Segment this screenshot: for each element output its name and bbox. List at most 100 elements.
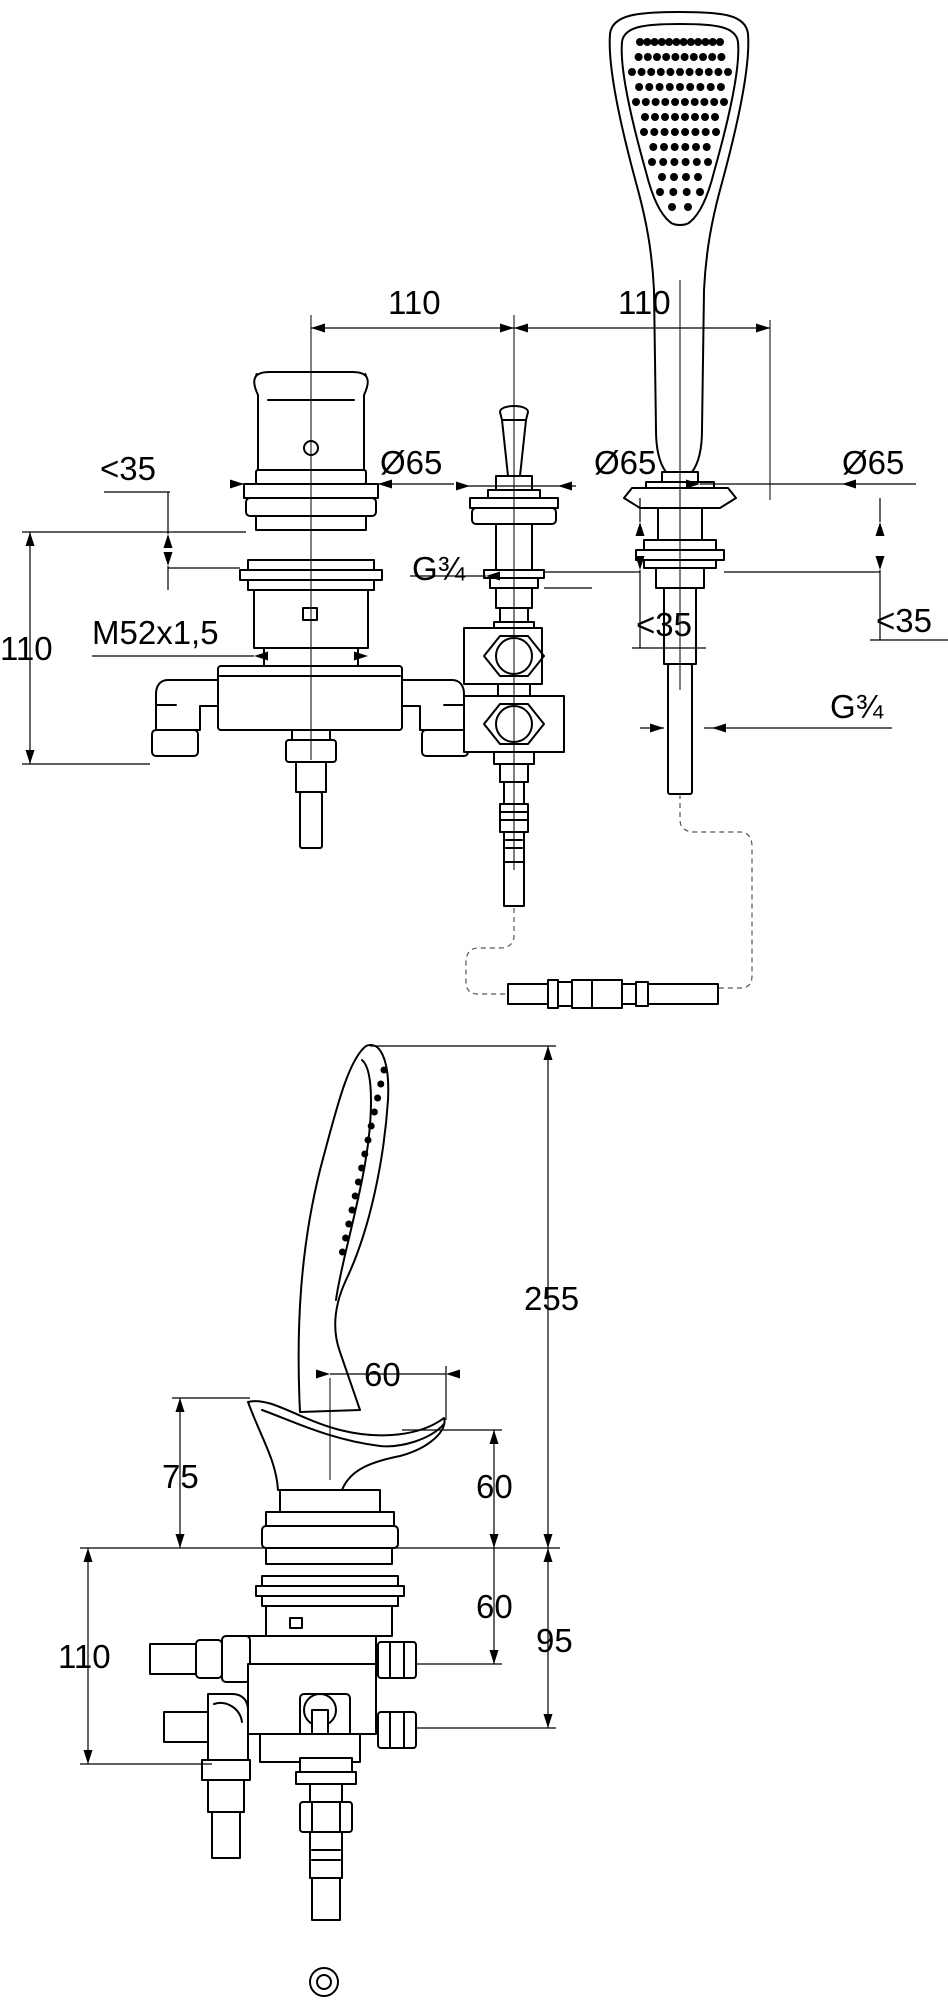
spray-hole bbox=[647, 68, 656, 76]
spray-hole bbox=[720, 98, 728, 106]
spray-hole bbox=[670, 173, 678, 181]
side-spray-hole bbox=[338, 1248, 346, 1256]
spray-hole bbox=[634, 53, 643, 61]
spray-hole bbox=[696, 188, 704, 196]
spray-hole bbox=[716, 38, 724, 46]
side-spray-hole bbox=[342, 1234, 350, 1242]
side-spray-hole bbox=[370, 1108, 378, 1116]
spray-hole bbox=[669, 188, 678, 196]
spray-hole bbox=[714, 68, 723, 76]
spray-hole bbox=[649, 143, 658, 151]
spray-hole bbox=[694, 38, 703, 46]
spray-hole bbox=[701, 38, 710, 46]
spray-hole bbox=[656, 68, 665, 76]
side-spray-hole bbox=[345, 1220, 353, 1228]
spray-hole bbox=[668, 203, 676, 211]
spray-hole bbox=[684, 203, 692, 211]
spray-hole bbox=[686, 83, 695, 91]
spray-hole bbox=[695, 68, 704, 76]
spray-hole bbox=[655, 83, 664, 91]
spray-hole bbox=[661, 113, 669, 121]
dim-spacing-right: 110 bbox=[618, 284, 671, 321]
dim-thread-diverter: G¾ bbox=[412, 550, 466, 587]
spray-hole bbox=[648, 158, 656, 166]
dim-deck-middle: <35 bbox=[636, 606, 692, 643]
spray-hole bbox=[671, 113, 679, 121]
dim-diameter-diverter: Ø65 bbox=[594, 444, 656, 481]
spray-hole bbox=[659, 158, 668, 166]
spray-hole bbox=[670, 143, 679, 151]
spray-hole bbox=[636, 38, 644, 46]
spray-hole bbox=[692, 143, 700, 151]
spray-hole bbox=[658, 173, 666, 181]
spray-hole bbox=[676, 83, 684, 91]
spray-hole bbox=[628, 68, 636, 76]
side-spray-hole bbox=[351, 1192, 359, 1200]
spray-hole bbox=[691, 113, 699, 121]
spray-hole bbox=[641, 113, 649, 121]
spray-hole bbox=[704, 158, 712, 166]
mixer-side-view bbox=[149, 1043, 446, 1997]
dim-diameter-handshower: Ø65 bbox=[842, 444, 904, 481]
spray-hole bbox=[670, 128, 679, 136]
spray-hole bbox=[651, 113, 659, 121]
spray-hole bbox=[681, 158, 690, 166]
spray-hole bbox=[645, 83, 654, 91]
spray-hole bbox=[702, 143, 711, 151]
top-dimension-lines bbox=[22, 320, 948, 765]
spray-hole bbox=[696, 83, 705, 91]
spray-hole bbox=[681, 143, 690, 151]
spray-hole bbox=[651, 98, 660, 106]
dim-depth-left: 110 bbox=[0, 630, 53, 667]
side-spray-hole bbox=[358, 1164, 366, 1172]
spray-holes bbox=[628, 38, 732, 211]
spray-hole bbox=[691, 128, 700, 136]
diverter-front-view bbox=[463, 315, 565, 907]
spray-hole bbox=[670, 158, 679, 166]
spray-hole bbox=[704, 68, 713, 76]
spray-hole bbox=[686, 38, 695, 46]
spray-hole bbox=[643, 53, 652, 61]
dim-shower-height: 255 bbox=[524, 1280, 579, 1317]
spray-hole bbox=[682, 188, 691, 196]
dim-thread-hose: G¾ bbox=[830, 688, 884, 725]
dim-depth-side: 95 bbox=[536, 1622, 573, 1659]
spray-hole bbox=[637, 68, 646, 76]
spray-hole bbox=[665, 38, 674, 46]
spray-hole bbox=[716, 83, 725, 91]
spray-hole bbox=[710, 98, 719, 106]
spray-hole bbox=[680, 98, 689, 106]
spray-hole bbox=[643, 38, 652, 46]
dim-depth-side-left: 110 bbox=[58, 1638, 111, 1675]
spray-hole bbox=[661, 98, 670, 106]
spray-hole bbox=[665, 83, 674, 91]
spray-hole bbox=[706, 83, 715, 91]
spray-hole bbox=[711, 113, 719, 121]
dim-deck-left: <35 bbox=[100, 450, 156, 487]
dim-deck-right: <35 bbox=[876, 602, 932, 639]
spray-hole bbox=[690, 98, 699, 106]
spray-hole bbox=[656, 188, 664, 196]
dim-spacing-left: 110 bbox=[388, 284, 441, 321]
spray-hole bbox=[701, 113, 709, 121]
spray-hole bbox=[717, 53, 726, 61]
spray-hole bbox=[681, 128, 690, 136]
dim-diameter-mixer: Ø65 bbox=[380, 444, 442, 481]
spray-hole bbox=[712, 128, 720, 136]
spray-hole bbox=[694, 173, 702, 181]
side-spray-hole bbox=[364, 1136, 372, 1144]
spray-hole bbox=[681, 113, 689, 121]
spray-hole bbox=[680, 53, 689, 61]
spray-hole bbox=[635, 83, 644, 91]
spray-hole bbox=[708, 53, 717, 61]
spray-hole bbox=[660, 128, 669, 136]
spray-hole bbox=[657, 38, 666, 46]
spray-hole bbox=[660, 143, 668, 151]
spray-hole bbox=[708, 38, 717, 46]
spray-hole bbox=[692, 158, 701, 166]
spray-hole bbox=[650, 128, 659, 136]
side-spray-hole bbox=[380, 1066, 388, 1074]
spray-hole bbox=[699, 53, 707, 61]
mixer-front-view bbox=[151, 315, 469, 849]
